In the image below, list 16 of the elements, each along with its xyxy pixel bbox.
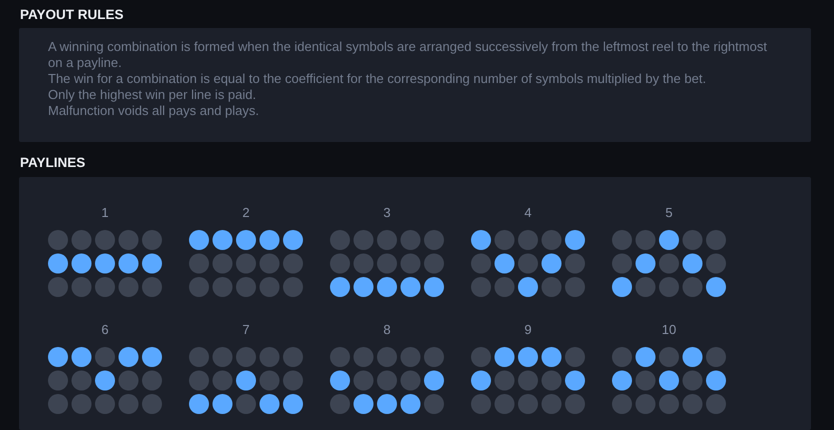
section-heading: PAYLINES (20, 154, 86, 172)
payline-number: 7 (241, 322, 251, 338)
payline-number: 8 (382, 322, 392, 338)
payline-number: 9 (523, 322, 533, 338)
rule-text: A winning combination is formed when the identical symbols are arranged successively from the leftmost reel to the rightmost on a payline. (48, 39, 768, 71)
payline-number: 5 (664, 205, 674, 221)
payline-number: 2 (241, 205, 251, 221)
rule-text: Only the highest win per line is paid. (48, 87, 258, 103)
payline-number: 4 (523, 205, 533, 221)
payline-number: 6 (100, 322, 110, 338)
payline-number: 3 (382, 205, 392, 221)
payline-number: 10 (660, 322, 678, 338)
rule-text: Malfunction voids all pays and plays. (48, 103, 260, 119)
rule-text: The win for a combination is equal to the coefficient for the corresponding number of symbols multiplied by the bet. (48, 71, 708, 87)
payline-number: 1 (100, 205, 110, 221)
section-heading: PAYOUT RULES (20, 6, 124, 24)
